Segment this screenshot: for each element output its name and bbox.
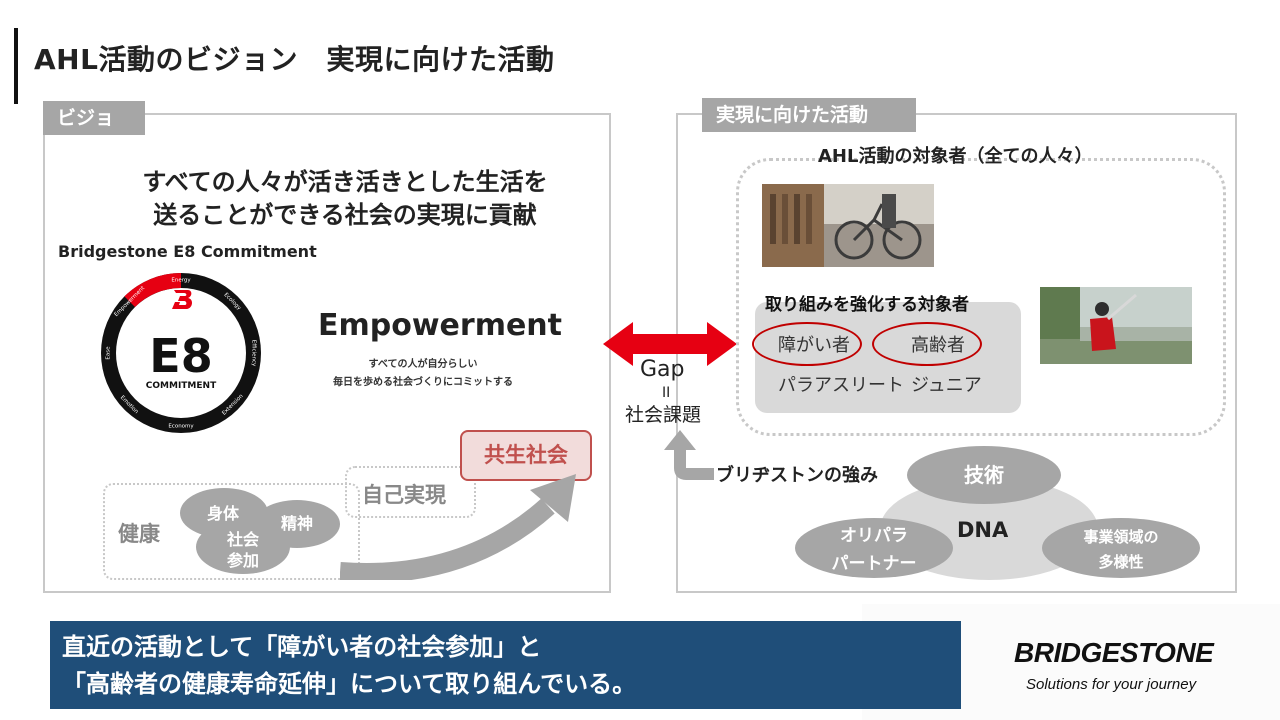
olympic-paralympic-bubble [795,518,953,578]
vision-statement: すべての人々が活き活きとした生活を 送ることができる社会の実現に貢献 [100,166,590,232]
gap-double-arrow [603,322,737,366]
health-box [103,483,360,580]
e8-ring-label-economy: Economy [168,424,194,430]
oripara-line-2: パートナー [831,554,917,574]
disabled-highlight-ring [752,322,862,366]
dna-label: DNA [957,518,1009,542]
vision-tag: ビジョン [43,101,145,163]
diversity-line-1: 事業領域の [1083,528,1159,546]
e8-commitment-logo: EnergyEcologyEfficiencyExtensionEconomyE… [101,272,261,433]
group-para-athlete: パラアスリート [778,375,904,396]
business-diversity-label: 事業領域の 多様性 [1042,522,1200,575]
social-issue-label: 社会課題 [625,404,702,426]
activity-tag: 実現に向けた活動 [702,98,916,132]
self-actualization-box [345,466,476,518]
e8-ring-empowerment-segment [124,272,181,307]
empowerment-desc-line-2: 毎日を歩める社会づくりにコミットする [333,377,513,388]
footer-summary-line-1: 直近の活動として「障がい者の社会参加」と [62,633,542,661]
social-participation-label: 社会 参加 [208,529,278,571]
group-junior: ジュニア [911,375,982,396]
e8-title: Bridgestone E8 Commitment [58,242,317,261]
vision-statement-line-1: すべての人々が活き活きとした生活を [142,168,548,196]
empowerment-description: すべての人が自分らしい 毎日を歩める社会づくりにコミットする [318,356,528,392]
group-elderly: 高齢者 [911,335,965,356]
body-label: 身体 [206,504,239,523]
focus-target-title: 取り組みを強化する対象者 [765,295,969,315]
e8-logo-mark: E8 [149,329,212,383]
footer-summary-box [50,621,961,709]
technology-label: 技術 [964,463,1004,487]
e8-ring-label-ease: Ease [106,346,112,360]
strengths-label: ブリヂストンの強み [716,465,878,486]
social-label-line-1: 社会 [226,530,259,549]
e8-logo-sub: COMMITMENT [146,381,217,391]
mental-label: 精神 [280,514,313,533]
strength-to-gap-arrow [664,430,714,480]
target-people-region [736,158,1226,436]
coexistence-society-box: 共生社会 [460,430,592,481]
bicycle-scene-image [762,184,934,267]
self-actualization-label: 自己実現 [362,483,446,507]
golf-scene-image [1040,287,1192,364]
group-disabled: 障がい者 [778,335,850,356]
page-title: AHL活動のビジョン 実現に向けた活動 [34,43,555,76]
diversity-line-2: 多様性 [1098,553,1144,571]
health-label: 健康 [118,522,160,546]
gap-label: Gap [640,357,685,382]
e8-ring-label-efficiency: Efficiency [251,340,257,367]
empowerment-desc-line-1: すべての人が自分らしい [368,359,478,370]
target-people-title: AHL活動の対象者（全ての人々） [818,146,1093,167]
technology-bubble [907,446,1061,504]
business-diversity-bubble [1042,518,1200,578]
footer-summary-line-2: 「高齢者の健康寿命延伸」について取り組んでいる。 [62,670,637,698]
e8-ring-label-energy: Energy [171,278,191,284]
bridgestone-logo: BRIDGESTONE [1014,637,1214,668]
title-accent-bar [14,28,18,104]
social-label-line-2: 参加 [226,551,259,570]
brand-tagline: Solutions for your journey [1026,676,1197,693]
growth-arrow [340,474,576,580]
bicycle-photo [762,184,934,267]
social-bubble [196,520,290,574]
empowerment-title: Empowerment [318,308,562,343]
oripara-line-1: オリパラ [840,526,908,546]
elderly-highlight-ring [872,322,982,366]
olympic-paralympic-label: オリパラ パートナー [795,519,953,578]
gap-equals-mark: II [662,385,671,401]
vision-statement-line-2: 送ることができる社会の実現に貢献 [153,201,537,229]
golf-photo [1040,287,1192,364]
bridgestone-b-icon [172,290,193,309]
